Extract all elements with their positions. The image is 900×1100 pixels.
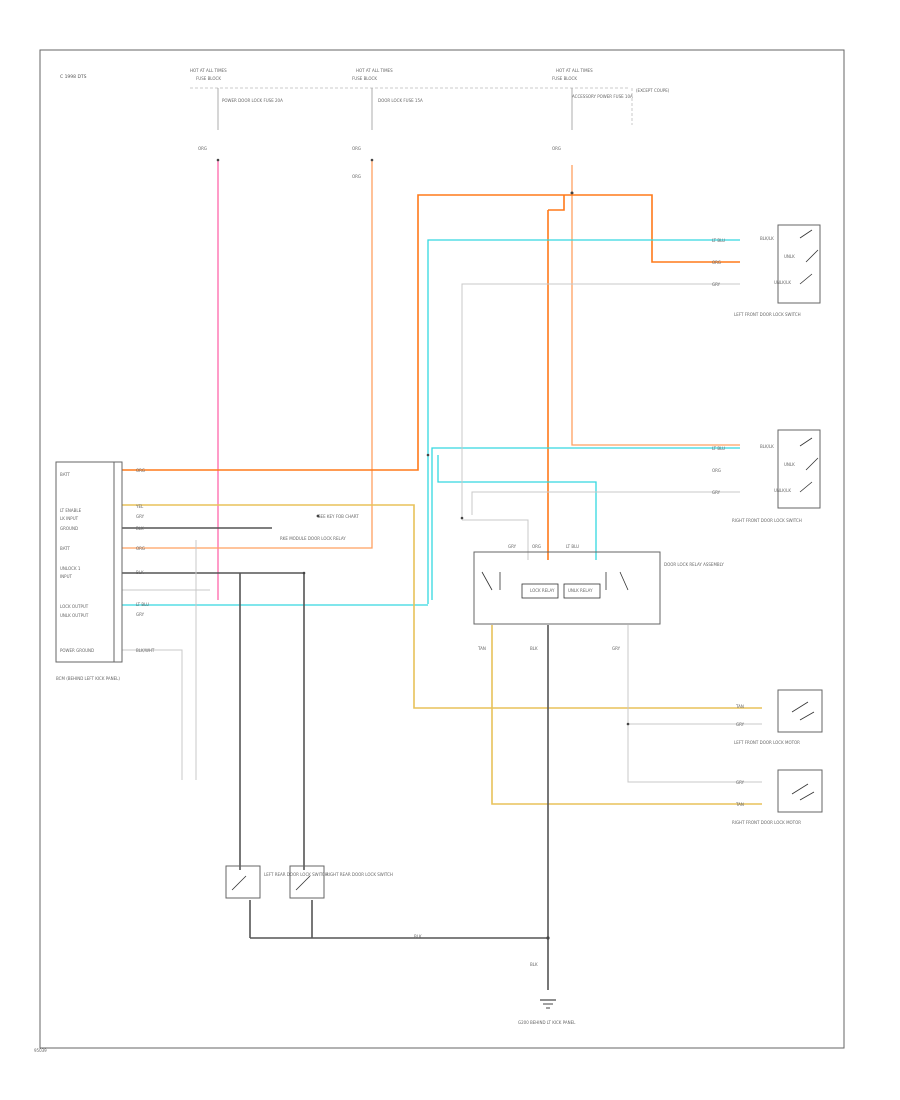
left-front-lock-switch: LT BLU ORG GRY BLK/LK UNLK UNLK/LK LEFT … <box>712 224 821 317</box>
wire-mid-orange <box>122 160 373 549</box>
wire-cyan-lf <box>427 239 740 604</box>
svg-text:UNLOCK 1: UNLOCK 1 <box>60 566 81 571</box>
svg-text:HOT AT ALL TIMES: HOT AT ALL TIMES <box>190 68 227 73</box>
svg-text:RIGHT FRONT DOOR LOCK SWITCH: RIGHT FRONT DOOR LOCK SWITCH <box>732 518 802 523</box>
ground-point: BLK BLK G200 BEHIND LT KICK PANEL <box>414 934 576 1025</box>
svg-text:LEFT FRONT DOOR LOCK SWITCH: LEFT FRONT DOOR LOCK SWITCH <box>734 312 801 317</box>
svg-text:UNLK RELAY: UNLK RELAY <box>568 588 593 593</box>
svg-text:GRY: GRY <box>736 722 745 727</box>
svg-text:LEFT REAR DOOR LOCK SWITCH: LEFT REAR DOOR LOCK SWITCH <box>264 872 328 877</box>
fuse-left: HOT AT ALL TIMES FUSE BLOCK POWER DOOR L… <box>190 68 283 151</box>
wire-cyan-relay <box>437 455 597 560</box>
svg-text:BLK/LK: BLK/LK <box>760 444 774 449</box>
svg-text:GRY: GRY <box>736 780 745 785</box>
svg-text:TAN: TAN <box>735 802 744 807</box>
svg-text:UNLK/LK: UNLK/LK <box>774 280 791 285</box>
left-rear-lock-switch: LEFT REAR DOOR LOCK SWITCH <box>225 865 328 899</box>
svg-text:(EXCEPT COUPE): (EXCEPT COUPE) <box>636 88 670 93</box>
right-front-lock-motor: GRY TAN RIGHT FRONT DOOR LOCK MOTOR <box>732 769 823 825</box>
svg-text:GRY: GRY <box>136 612 145 617</box>
svg-text:G200 BEHIND LT KICK PANEL: G200 BEHIND LT KICK PANEL <box>518 1020 576 1025</box>
wire-cyan-rf <box>431 447 740 600</box>
wire-gray-rf <box>471 491 740 515</box>
svg-text:ORG: ORG <box>136 546 145 551</box>
svg-text:FUSE BLOCK: FUSE BLOCK <box>352 76 377 81</box>
wire-yellow-rf <box>491 625 762 805</box>
svg-text:GRY: GRY <box>612 646 621 651</box>
svg-text:LT BLU: LT BLU <box>136 602 149 607</box>
svg-text:GROUND: GROUND <box>60 526 78 531</box>
wire-gray-lf <box>461 283 740 520</box>
svg-text:BLK: BLK <box>530 646 538 651</box>
svg-text:LEFT FRONT DOOR LOCK MOTOR: LEFT FRONT DOOR LOCK MOTOR <box>734 740 800 745</box>
wire-yellow-lf <box>122 504 762 709</box>
svg-text:LT ENABLE: LT ENABLE <box>60 508 82 513</box>
svg-text:LT BLU: LT BLU <box>712 238 725 243</box>
svg-text:RIGHT FRONT DOOR LOCK MOTOR: RIGHT FRONT DOOR LOCK MOTOR <box>732 820 801 825</box>
svg-text:GRY: GRY <box>508 544 517 549</box>
svg-text:UNLK OUTPUT: UNLK OUTPUT <box>60 613 89 618</box>
svg-text:INPUT: INPUT <box>60 574 73 579</box>
svg-text:UNLK: UNLK <box>784 254 795 259</box>
svg-text:LT BLU: LT BLU <box>712 446 725 451</box>
svg-text:POWER DOOR LOCK FUSE 20A: POWER DOOR LOCK FUSE 20A <box>222 98 283 103</box>
svg-text:DOOR LOCK FUSE 15A: DOOR LOCK FUSE 15A <box>378 98 423 103</box>
right-rear-lock-switch: RIGHT REAR DOOR LOCK SWITCH <box>289 865 393 899</box>
left-note: SEE KEY FOB CHART <box>318 514 359 519</box>
svg-text:FUSE BLOCK: FUSE BLOCK <box>552 76 577 81</box>
wire-dark-module2 <box>122 572 305 870</box>
svg-text:BLK: BLK <box>136 570 144 575</box>
door-lock-relay: GRY ORG LT BLU LOCK RELAY UNLK RELAY DOO… <box>473 544 724 651</box>
svg-text:TAN: TAN <box>735 704 744 709</box>
sub-note: RKE MODULE DOOR LOCK RELAY <box>280 536 346 541</box>
svg-text:ORG: ORG <box>532 544 541 549</box>
svg-text:LK INPUT: LK INPUT <box>60 516 79 521</box>
svg-text:LOCK RELAY: LOCK RELAY <box>530 588 555 593</box>
fuse-mid: HOT AT ALL TIMES FUSE BLOCK DOOR LOCK FU… <box>352 68 423 179</box>
header-label: C 1998 DTS <box>60 74 87 80</box>
svg-text:FUSE BLOCK: FUSE BLOCK <box>196 76 221 81</box>
svg-text:GRY: GRY <box>712 282 721 287</box>
svg-text:UNLK: UNLK <box>784 462 795 467</box>
svg-text:ORG: ORG <box>712 260 721 265</box>
svg-text:LOCK OUTPUT: LOCK OUTPUT <box>60 604 89 609</box>
svg-text:BLK: BLK <box>136 526 144 531</box>
svg-text:ORG: ORG <box>352 146 361 151</box>
svg-text:GRY: GRY <box>136 514 145 519</box>
svg-text:YEL: YEL <box>135 504 144 509</box>
svg-text:BCM (BEHIND LEFT KICK PANEL): BCM (BEHIND LEFT KICK PANEL) <box>56 676 120 681</box>
svg-text:UNLK/LK: UNLK/LK <box>774 488 791 493</box>
body-control-module: BATT LT ENABLE LK INPUT GROUND BATT UNLO… <box>55 461 155 681</box>
fuse-right: HOT AT ALL TIMES FUSE BLOCK ACCESSORY PO… <box>552 68 670 151</box>
svg-text:GRY: GRY <box>712 490 721 495</box>
svg-text:HOT AT ALL TIMES: HOT AT ALL TIMES <box>556 68 593 73</box>
right-front-lock-switch: LT BLU ORG GRY BLK/LK UNLK UNLK/LK RIGHT… <box>712 429 821 523</box>
svg-text:RIGHT REAR DOOR LOCK SWITCH: RIGHT REAR DOOR LOCK SWITCH <box>326 872 393 877</box>
diagram-frame <box>39 49 845 1049</box>
svg-text:ORG: ORG <box>198 146 207 151</box>
left-front-lock-motor: TAN GRY LEFT FRONT DOOR LOCK MOTOR <box>734 689 823 745</box>
svg-text:ORG: ORG <box>712 468 721 473</box>
wire-gray-act <box>627 625 762 783</box>
corner-id: 95039 <box>34 1048 47 1053</box>
svg-text:BLK/WHT: BLK/WHT <box>136 648 155 653</box>
svg-text:BATT: BATT <box>60 472 71 477</box>
svg-text:HOT AT ALL TIMES: HOT AT ALL TIMES <box>356 68 393 73</box>
svg-text:POWER GROUND: POWER GROUND <box>60 648 94 653</box>
svg-text:BLK: BLK <box>414 934 422 939</box>
wire-orange-top <box>122 194 740 471</box>
svg-text:TAN: TAN <box>477 646 486 651</box>
svg-text:ACCESSORY POWER FUSE 10A: ACCESSORY POWER FUSE 10A <box>572 94 633 99</box>
svg-text:ORG: ORG <box>136 468 145 473</box>
wire-gray-module-down <box>122 649 183 780</box>
wire-right-orange <box>571 165 740 446</box>
svg-text:LT BLU: LT BLU <box>566 544 579 549</box>
svg-text:BLK/LK: BLK/LK <box>760 236 774 241</box>
svg-text:ORG: ORG <box>552 146 561 151</box>
svg-text:ORG: ORG <box>352 174 361 179</box>
svg-text:BATT: BATT <box>60 546 71 551</box>
svg-text:BLK: BLK <box>530 962 538 967</box>
svg-text:DOOR LOCK RELAY ASSEMBLY: DOOR LOCK RELAY ASSEMBLY <box>664 562 724 567</box>
